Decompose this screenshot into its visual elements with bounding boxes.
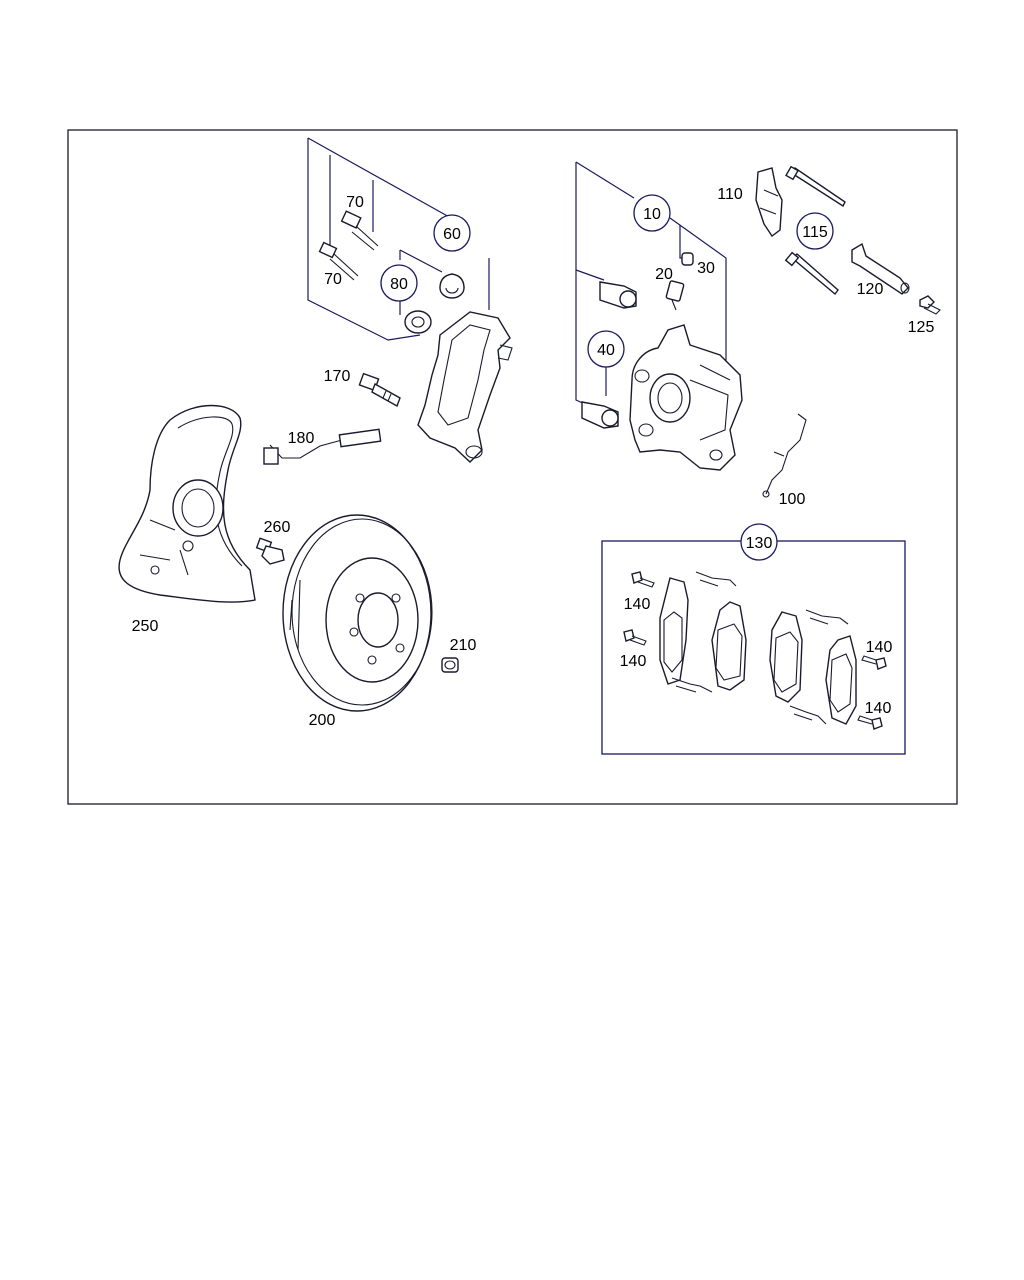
label-140-c: 140 [866,639,893,656]
label-120: 120 [857,281,884,298]
label-260: 260 [264,519,291,536]
label-140-a: 140 [624,596,651,613]
pin-115-upper [785,165,846,208]
bolt-70-upper [340,210,379,251]
label-170: 170 [324,368,351,385]
diagram-frame [67,129,958,805]
pad-kit-bolts [623,571,887,730]
guide-sleeve-40-lower [581,401,619,429]
carrier-group-leaders [307,137,490,341]
bolt-125 [919,295,941,315]
brake-shield-250 [118,404,256,603]
bolt-70-lower [318,241,359,281]
label-140-b: 140 [620,653,647,670]
caliper-housing-10 [629,324,743,471]
callout-circle-115 [796,212,834,250]
label-80: 80 [390,276,408,293]
label-20: 20 [655,266,673,283]
brake-pad-left-outer [659,577,689,685]
bolt-260 [255,537,285,565]
brake-pad-right-inner [825,635,857,725]
screw-210 [441,657,459,673]
callout-circle-10 [633,194,671,232]
brake-disc-200 [282,514,433,712]
bushing-60 [439,273,465,299]
pad-kit-box [601,540,906,755]
clip-110 [755,167,783,238]
label-30: 30 [697,260,715,277]
pin-115-lower [784,251,839,296]
dust-cap-30 [681,252,694,266]
callout-circle-60 [433,214,471,252]
label-140-d: 140 [865,700,892,717]
label-60: 60 [443,226,461,243]
bolt-120 [851,242,910,295]
brake-pad-left-inner [711,601,747,691]
label-130: 130 [746,535,773,552]
label-125: 125 [908,319,935,336]
label-180: 180 [288,430,315,447]
label-110: 110 [717,186,743,203]
guide-sleeve-40-upper [599,281,637,309]
caliper-carrier [417,311,513,463]
callout-circle-80 [380,264,418,302]
brake-pad-right-outer [769,611,803,703]
wear-sensor-180 [263,428,382,465]
label-250: 250 [132,618,159,635]
label-200: 200 [309,712,336,729]
callout-circle-130 [740,523,778,561]
bolt-170 [358,372,401,408]
label-70-lower: 70 [324,271,342,288]
pad-clips [671,571,849,725]
label-70-upper: 70 [346,194,364,211]
label-115: 115 [802,224,828,241]
label-210: 210 [450,637,477,654]
label-40: 40 [597,342,615,359]
label-10: 10 [643,206,661,223]
label-100: 100 [779,491,806,508]
callout-circle-40 [587,330,625,368]
bleeder-screw-20 [665,280,685,311]
bushing-80 [404,310,432,334]
spring-100 [762,413,807,498]
